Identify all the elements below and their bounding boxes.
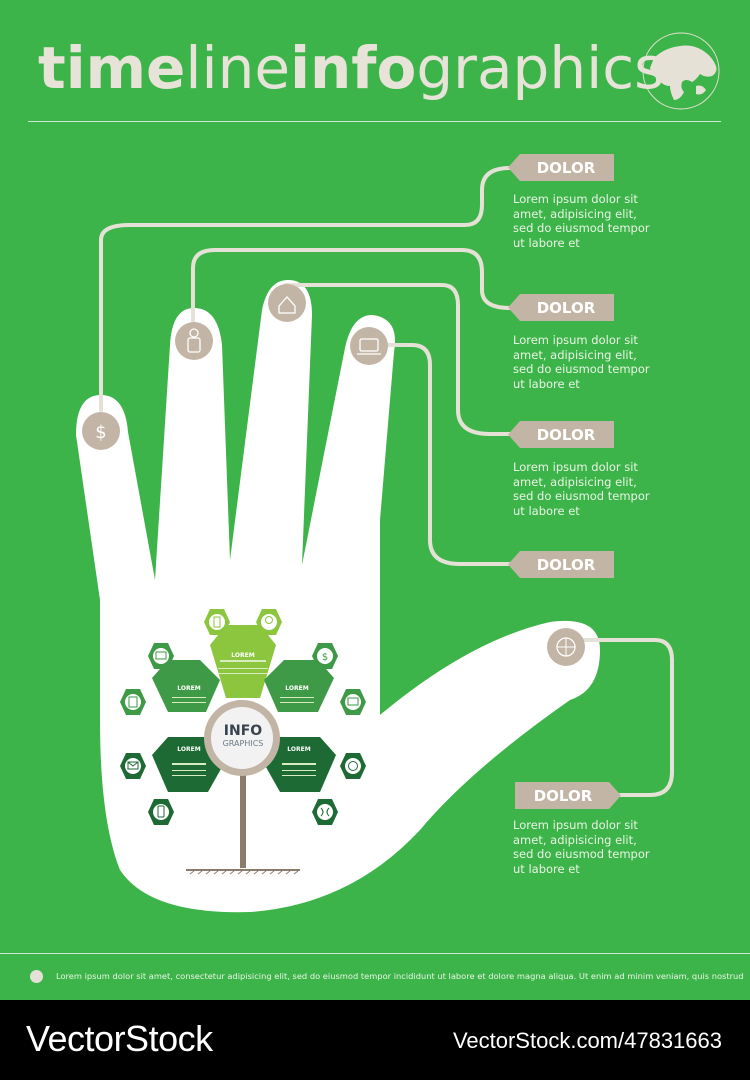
finger-laptop-icon — [350, 327, 388, 365]
tree-center-title: INFO — [223, 723, 263, 739]
page-title: timelineinfographics — [38, 28, 664, 108]
tree-node-phone-icon — [148, 799, 174, 825]
tree-center-subtitle: GRAPHICS — [222, 739, 264, 748]
footer-text: Lorem ipsum dolor sit amet, consectetur … — [56, 971, 744, 981]
connector-lines — [99, 166, 674, 797]
tree-node-bulb-icon — [256, 609, 282, 635]
tree-node-dollar-icon: $ — [312, 643, 338, 669]
tree-node-document-icon — [120, 689, 146, 715]
tag-2-shape — [508, 294, 614, 321]
footer-divider — [0, 953, 750, 954]
globe-icon — [642, 32, 720, 110]
tree-node-wifi-icon — [312, 799, 338, 825]
watermark-brand: VectorStock — [26, 1018, 213, 1059]
thumb-basketball-icon — [547, 628, 585, 666]
hand-diagram: $ — [76, 166, 674, 913]
tag-4-label: DOLOR — [536, 556, 596, 574]
header-divider — [28, 121, 721, 122]
svg-text:$: $ — [322, 652, 328, 663]
tree-branch-right-upper — [264, 660, 334, 712]
tree-branch-label-right-lower: LOREM — [287, 746, 311, 753]
title-part-graphics: graphics — [416, 34, 665, 102]
tag-1-description: Lorem ipsum dolor sit amet, adipisicing … — [513, 192, 650, 250]
tree-node-laptop-icon — [340, 689, 366, 715]
tag-5-label: DOLOR — [533, 787, 593, 805]
finger-person-icon — [175, 322, 213, 360]
title-part-line: line — [185, 34, 291, 102]
watermark-id: VectorStock.com/47831663 — [452, 1028, 722, 1053]
watermark-bar — [0, 1000, 750, 1080]
tag-1-label: DOLOR — [536, 159, 596, 177]
tag-2-description: Lorem ipsum dolor sit amet, adipisicing … — [513, 333, 650, 391]
tag-5-shape — [515, 782, 621, 809]
tag-3-label: DOLOR — [536, 426, 596, 444]
tag-2-label: DOLOR — [536, 299, 596, 317]
svg-text:$: $ — [95, 422, 106, 443]
tag-4-shape — [508, 551, 614, 578]
tree-node-basketball-icon — [340, 753, 366, 779]
tag-shapes — [508, 154, 621, 809]
tree-branch-left-upper — [152, 660, 220, 712]
tree-branch-right-lower — [262, 737, 336, 792]
tag-5-description: Lorem ipsum dolor sit amet, adipisicing … — [513, 818, 650, 876]
tree-node-person-icon — [204, 609, 230, 635]
finger-house-icon — [268, 284, 306, 322]
tag-3-shape — [508, 421, 614, 448]
tree-node-mail-icon — [120, 753, 146, 779]
title-part-info: info — [290, 34, 417, 102]
tree-trunk — [240, 740, 246, 868]
tree-branch-top — [210, 625, 276, 698]
tag-1-shape — [508, 154, 614, 181]
tree-branch-label-left-upper: LOREM — [177, 685, 201, 692]
tree-branch-label-left-lower: LOREM — [177, 746, 201, 753]
tree-branch-label-right-upper: LOREM — [285, 685, 309, 692]
title-part-time: time — [38, 34, 186, 102]
infographic-canvas: timelineinfographics $ — [0, 28, 750, 983]
tree-center-inner — [211, 707, 273, 769]
tree-branch-label-top: LOREM — [231, 652, 255, 659]
footer-bullet — [30, 970, 43, 983]
finger-dollar-icon: $ — [82, 412, 120, 450]
tree-node-monitor-icon — [148, 643, 174, 669]
tag-3-description: Lorem ipsum dolor sit amet, adipisicing … — [513, 460, 650, 518]
